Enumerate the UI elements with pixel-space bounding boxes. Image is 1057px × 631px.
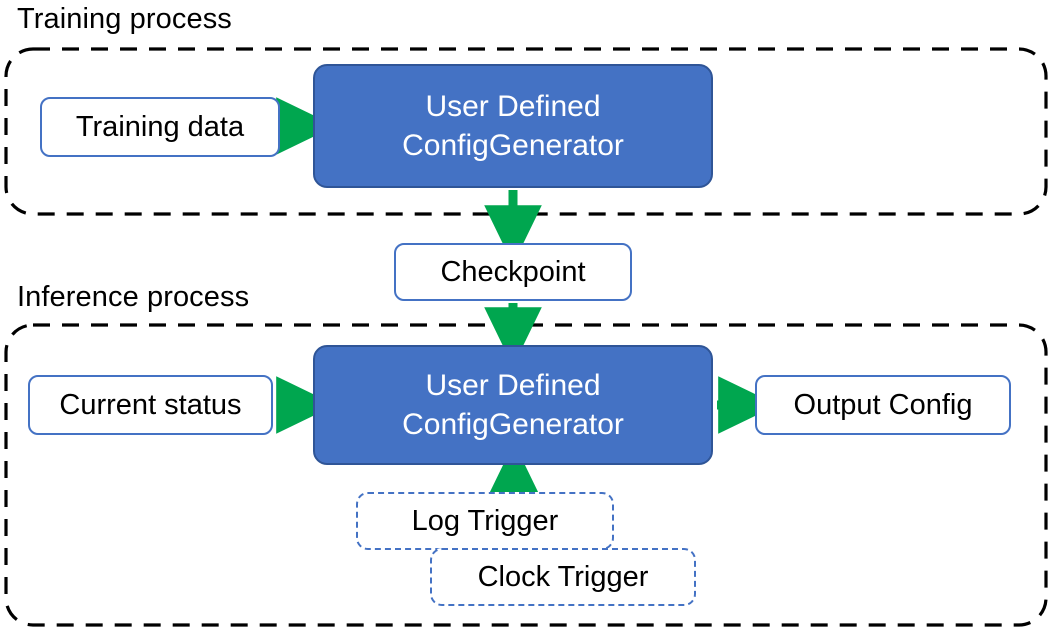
node-inference-config-generator-line2: ConfigGenerator — [402, 408, 624, 441]
node-clock-trigger[interactable]: Clock Trigger — [430, 548, 696, 606]
node-training-config-generator-line2: ConfigGenerator — [402, 129, 624, 162]
node-clock-trigger-label: Clock Trigger — [477, 560, 649, 593]
node-current-status-label: Current status — [59, 388, 242, 421]
node-training-config-generator-label: User Defined ConfigGenerator — [402, 87, 624, 165]
node-checkpoint-label: Checkpoint — [440, 255, 586, 288]
node-training-data[interactable]: Training data — [40, 97, 280, 157]
node-output-config[interactable]: Output Config — [755, 375, 1011, 435]
node-training-data-label: Training data — [75, 110, 245, 143]
node-checkpoint[interactable]: Checkpoint — [394, 243, 632, 301]
node-inference-config-generator-label: User Defined ConfigGenerator — [402, 366, 624, 444]
training-process-container — [4, 47, 1048, 216]
node-log-trigger-label: Log Trigger — [411, 504, 559, 537]
node-training-config-generator[interactable]: User Defined ConfigGenerator — [313, 64, 713, 188]
node-current-status[interactable]: Current status — [28, 375, 273, 435]
node-output-config-label: Output Config — [793, 388, 973, 421]
node-inference-config-generator-line1: User Defined — [425, 369, 601, 402]
training-process-label: Training process — [17, 3, 232, 35]
node-log-trigger[interactable]: Log Trigger — [356, 492, 614, 550]
node-training-config-generator-line1: User Defined — [425, 90, 601, 123]
node-inference-config-generator[interactable]: User Defined ConfigGenerator — [313, 345, 713, 465]
inference-process-label: Inference process — [17, 281, 250, 313]
